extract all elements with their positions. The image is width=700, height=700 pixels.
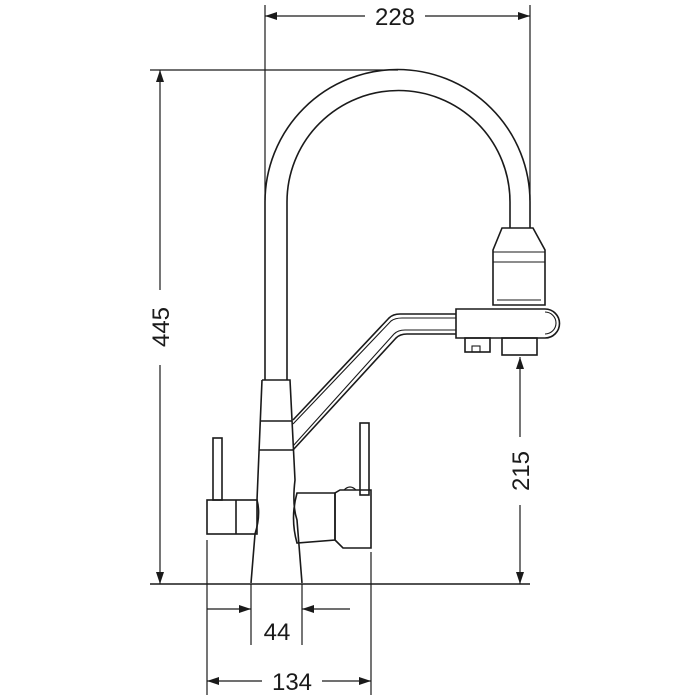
dimension-body-width: 44 (207, 584, 350, 646)
dimension-spout-height: 215 (508, 357, 535, 584)
left-handle (206, 437, 258, 535)
outlet-block (455, 308, 561, 356)
dimension-height: 445 (148, 69, 398, 584)
filter-arm (292, 313, 456, 451)
dimension-label-215: 215 (508, 451, 535, 491)
dimension-base-width: 134 (206, 540, 372, 696)
spray-head (492, 227, 546, 306)
dimension-label-134: 134 (272, 669, 312, 696)
faucet-body (250, 379, 303, 584)
dimension-width: 228 (264, 4, 531, 200)
spout (264, 68, 531, 380)
dimension-label-44: 44 (264, 619, 291, 646)
right-handle (292, 422, 372, 549)
dimension-label-445: 445 (148, 307, 175, 347)
dimension-label-228: 228 (375, 4, 415, 31)
